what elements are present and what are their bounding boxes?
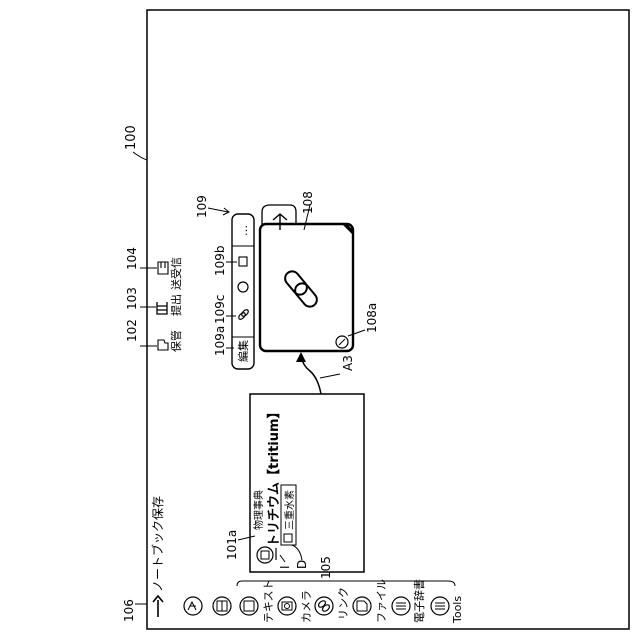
popup-more-label: … — [237, 225, 250, 236]
text-tool-glyph — [244, 601, 254, 611]
popup-circle-item[interactable] — [238, 282, 248, 292]
tool-dictionary-label: 電子辞書 — [412, 579, 426, 623]
submit-label: 提出 — [169, 294, 183, 316]
text-tool-icon — [240, 597, 258, 615]
submit-tray-icon — [157, 302, 167, 314]
link-ref-label: 109c — [213, 294, 227, 324]
send-receive-label: 送受信 — [169, 257, 183, 290]
dictionary-glyph — [396, 603, 406, 609]
content-ref-label: 101a — [225, 530, 239, 560]
tool-text[interactable]: テキスト — [240, 579, 275, 623]
send-receive-button[interactable]: 送受信 — [158, 257, 183, 290]
link-glyph-a — [317, 600, 326, 609]
card-link-loop-b — [292, 281, 319, 310]
tools-group-label: Tools — [451, 596, 464, 624]
card-badge-ref-label: 108a — [365, 303, 379, 333]
layout-tool-button[interactable] — [213, 597, 231, 615]
arrow-ref-leader — [320, 374, 340, 378]
send-receive-icon — [158, 262, 168, 274]
cursor-ref-leader — [280, 555, 285, 562]
content-heading: トリチウム【tritium】 — [266, 405, 282, 547]
content-source: 物理事典 — [252, 490, 265, 530]
edit-ref-label: 109a — [213, 326, 227, 356]
tool-file-label: ファイル — [375, 579, 388, 623]
link-mark-ref-label: D — [295, 560, 309, 569]
keep-button[interactable]: 保管 — [158, 330, 183, 352]
submit-ref-label: 103 — [125, 287, 139, 310]
send-receive-ref-label: 104 — [125, 247, 139, 270]
folder-icon — [158, 340, 168, 350]
entry-prefix-icon — [284, 534, 292, 542]
link-glyph-b — [321, 604, 330, 613]
file-glyph — [357, 601, 367, 611]
content-ref-leader — [238, 536, 255, 540]
device-ref-label: 100 — [124, 125, 139, 150]
popup-edit-item[interactable]: 編集 — [232, 337, 254, 362]
open-arrow-icon — [273, 214, 287, 230]
keep-label: 保管 — [169, 330, 183, 352]
popup-circle-icon — [238, 282, 248, 292]
toolbar-ref-label: 105 — [319, 556, 333, 579]
link-mark-ref-leader — [292, 545, 302, 560]
tool-link-label: リンク — [337, 587, 350, 620]
save-notebook-ref: 106 — [122, 599, 136, 622]
tool-file[interactable]: ファイル — [353, 579, 388, 623]
pen-tool-glyph — [188, 602, 196, 610]
save-notebook-header[interactable]: ノートブック保存 — [150, 496, 165, 617]
popup-edit-label: 編集 — [236, 340, 250, 362]
tools-menu-glyph — [435, 603, 445, 609]
tool-camera-label: カメラ — [300, 590, 313, 623]
tool-link[interactable]: リンク — [315, 587, 350, 620]
file-icon — [353, 597, 371, 615]
camera-lens — [285, 604, 290, 609]
card-badge-ref-leader — [348, 330, 365, 336]
drag-arrow-head — [296, 352, 306, 362]
save-notebook-label: ノートブック保存 — [150, 496, 165, 592]
card-badge-glyph — [339, 339, 345, 345]
submit-button[interactable]: 提出 — [157, 294, 183, 316]
content-entry: 三重水素 — [283, 490, 296, 530]
popup-ref-label: 109 — [195, 195, 209, 218]
tools-strip: テキスト カメラ リンク ファイル 電子辞書 — [184, 579, 464, 624]
link-mark-glyph — [261, 551, 269, 559]
tool-text-label: テキスト — [262, 579, 275, 623]
card-link-icon — [282, 269, 319, 310]
copy-ref-label: 109b — [213, 245, 227, 276]
tool-camera[interactable]: カメラ — [278, 590, 313, 623]
arrow-ref-label: A3 — [341, 355, 355, 371]
tool-dictionary[interactable]: 電子辞書 — [392, 579, 426, 623]
link-mark-icon[interactable] — [257, 547, 273, 563]
copy-icon — [239, 257, 247, 266]
popup-copy-item[interactable] — [239, 257, 247, 266]
device-ref-leader — [133, 152, 147, 160]
camera-icon — [278, 597, 296, 615]
popup-link-item[interactable] — [238, 309, 250, 321]
keep-ref-label: 102 — [125, 319, 139, 342]
popup-more-item[interactable]: … — [232, 225, 254, 246]
tools-menu-button[interactable] — [431, 597, 449, 615]
cursor-ref-label: I — [278, 565, 292, 569]
card-ref-label: 108 — [301, 191, 315, 214]
pen-tool-button[interactable] — [184, 597, 202, 615]
